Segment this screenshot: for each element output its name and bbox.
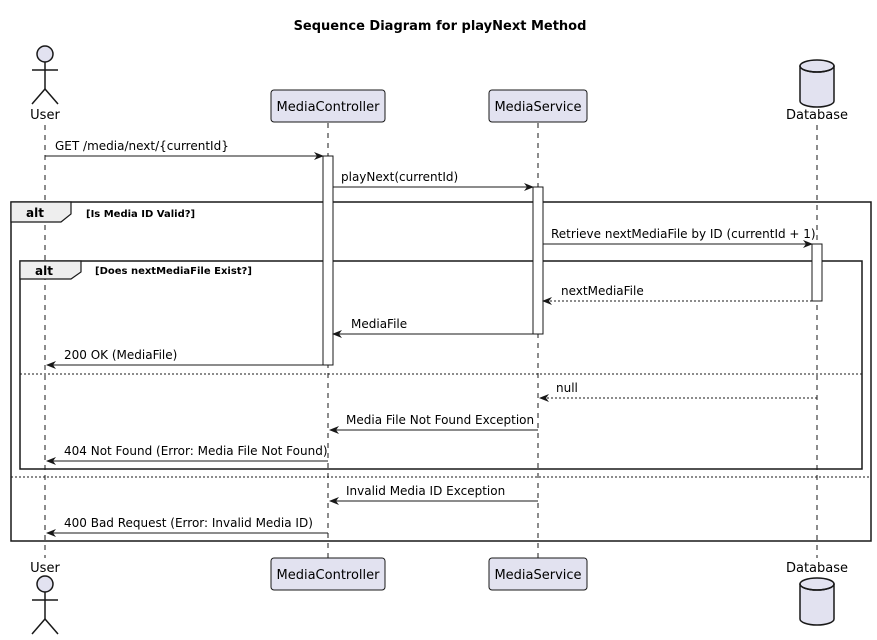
message-label: playNext(currentId)	[341, 170, 458, 184]
message-label: MediaFile	[351, 317, 407, 331]
participant-box	[488, 89, 588, 123]
message-5: MediaFile	[332, 317, 533, 338]
message-2: playNext(currentId)	[333, 170, 534, 191]
participant-name: Database	[786, 561, 848, 576]
message-label: Retrieve nextMediaFile by ID (currentId …	[551, 227, 816, 241]
activation-bar-service	[532, 186, 544, 335]
database-bottom: Database	[786, 561, 848, 626]
alt-keyword: alt	[35, 264, 53, 278]
actor-user-top: User	[30, 45, 60, 123]
participant-box	[270, 89, 386, 123]
message-label: null	[556, 381, 578, 395]
database-cylinder-icon	[799, 577, 835, 626]
message-label: Media File Not Found Exception	[346, 413, 534, 427]
actor-stick-figure-icon	[31, 45, 59, 105]
participant-name: Database	[786, 108, 848, 123]
actor-stick-figure-icon	[31, 575, 59, 635]
message-label: 200 OK (MediaFile)	[64, 348, 177, 362]
message-10: Invalid Media ID Exception	[329, 484, 538, 505]
activation-bar-controller	[322, 155, 334, 366]
alt-fragment-media-file-exists: alt [Does nextMediaFile Exist?]	[19, 260, 863, 470]
participant-box	[488, 557, 588, 591]
message-6: 200 OK (MediaFile)	[46, 348, 323, 369]
participant-name: MediaService	[494, 568, 581, 583]
message-8: Media File Not Found Exception	[329, 413, 538, 434]
message-7: null	[539, 381, 817, 402]
message-label: Invalid Media ID Exception	[346, 484, 505, 498]
message-label: GET /media/next/{currentId}	[55, 139, 229, 153]
message-3: Retrieve nextMediaFile by ID (currentId …	[543, 227, 816, 248]
actor-user-bottom: User	[30, 561, 60, 635]
participant-name: MediaController	[277, 100, 381, 115]
alt-fragment-media-id-valid: alt [Is Media ID Valid?]	[10, 201, 872, 542]
message-label: 400 Bad Request (Error: Invalid Media ID…	[64, 516, 313, 530]
alt-guard: [Is Media ID Valid?]	[86, 209, 195, 220]
message-label: nextMediaFile	[561, 284, 644, 298]
participant-name: User	[30, 108, 60, 123]
activation-bars	[322, 155, 823, 366]
participant-box	[270, 557, 386, 591]
database-top: Database	[786, 59, 848, 123]
diagram-title: Sequence Diagram for playNext Method	[294, 19, 587, 34]
participant-service-top: MediaService	[488, 89, 588, 123]
messages: GET /media/next/{currentId} playNext(curr…	[45, 139, 817, 537]
message-9: 404 Not Found (Error: Media File Not Fou…	[46, 444, 328, 465]
participant-name: MediaController	[277, 568, 381, 583]
participant-service-bottom: MediaService	[488, 557, 588, 591]
alt-fragment-frame	[19, 260, 863, 470]
alt-fragment-tab	[10, 201, 72, 223]
alt-guard: [Does nextMediaFile Exist?]	[95, 266, 252, 277]
participant-name: User	[30, 561, 60, 576]
message-label: 404 Not Found (Error: Media File Not Fou…	[64, 444, 328, 458]
alt-keyword: alt	[26, 206, 44, 220]
message-1: GET /media/next/{currentId}	[45, 139, 324, 160]
participant-controller-bottom: MediaController	[270, 557, 386, 591]
database-cylinder-icon	[799, 59, 835, 108]
alt-fragment-frame	[10, 201, 872, 542]
participant-name: MediaService	[494, 100, 581, 115]
participant-controller-top: MediaController	[270, 89, 386, 123]
message-11: 400 Bad Request (Error: Invalid Media ID…	[46, 516, 328, 537]
fragments: alt [Is Media ID Valid?] alt [Does nextM…	[10, 201, 872, 542]
activation-bar-db	[811, 243, 823, 302]
alt-fragment-tab	[19, 260, 82, 280]
message-4: nextMediaFile	[542, 284, 812, 305]
